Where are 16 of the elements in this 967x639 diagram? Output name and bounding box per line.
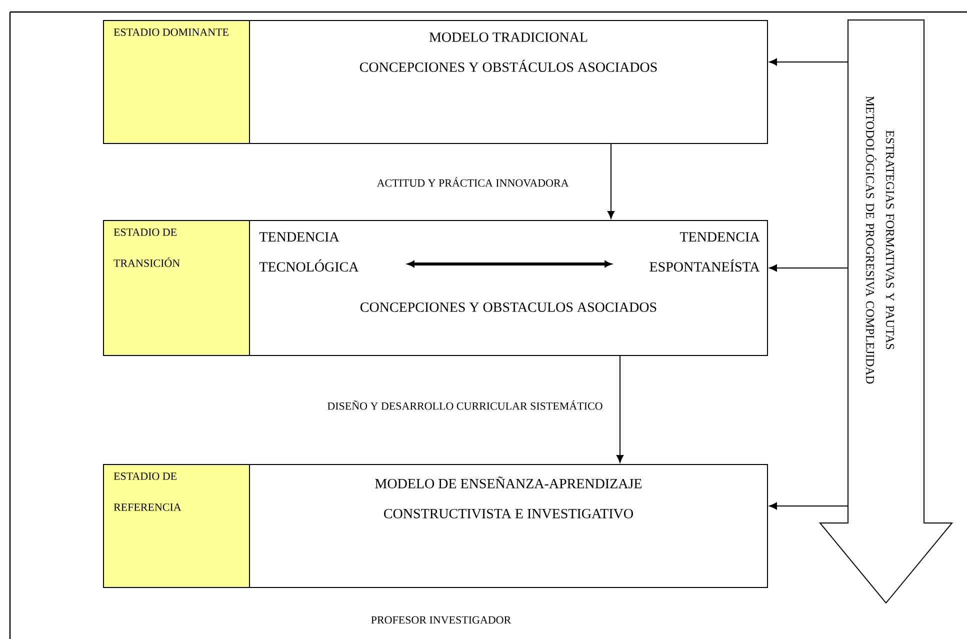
- arrow: [769, 58, 848, 66]
- arrow: [769, 502, 848, 510]
- model-box: MODELO TRADICIONAL CONCEPCIONES Y OBSTÁCULOS ASOCIADOS: [249, 20, 768, 144]
- caption-label: PROFESOR INVESTIGADOR: [371, 616, 512, 624]
- stage-box: ESTADIO DE TRANSICIÓN: [103, 220, 250, 356]
- edge-label: DISEÑO Y DESARROLLO CURRICULAR SISTEMÁTICO: [328, 400, 602, 410]
- stage-box: ESTADIO DOMINANTE: [103, 20, 250, 144]
- stage-box: ESTADIO DE REFERENCIA: [103, 464, 250, 588]
- edge-label: ACTITUD Y PRÁCTICA INNOVADORA: [376, 177, 569, 187]
- tendency-text: TENDENCIA TECNOLÓGICA: [259, 232, 359, 272]
- tendency-text: TENDENCIA ESPONTANEÍSTA: [650, 232, 760, 272]
- arrow: [769, 264, 848, 272]
- arrow: [607, 144, 615, 219]
- arrow: [408, 260, 612, 268]
- model-box: MODELO DE ENSEÑANZA-APRENDIZAJE CONSTRUCTIVISTA E INVESTIGATIVO: [249, 464, 768, 588]
- arrow: [616, 356, 624, 463]
